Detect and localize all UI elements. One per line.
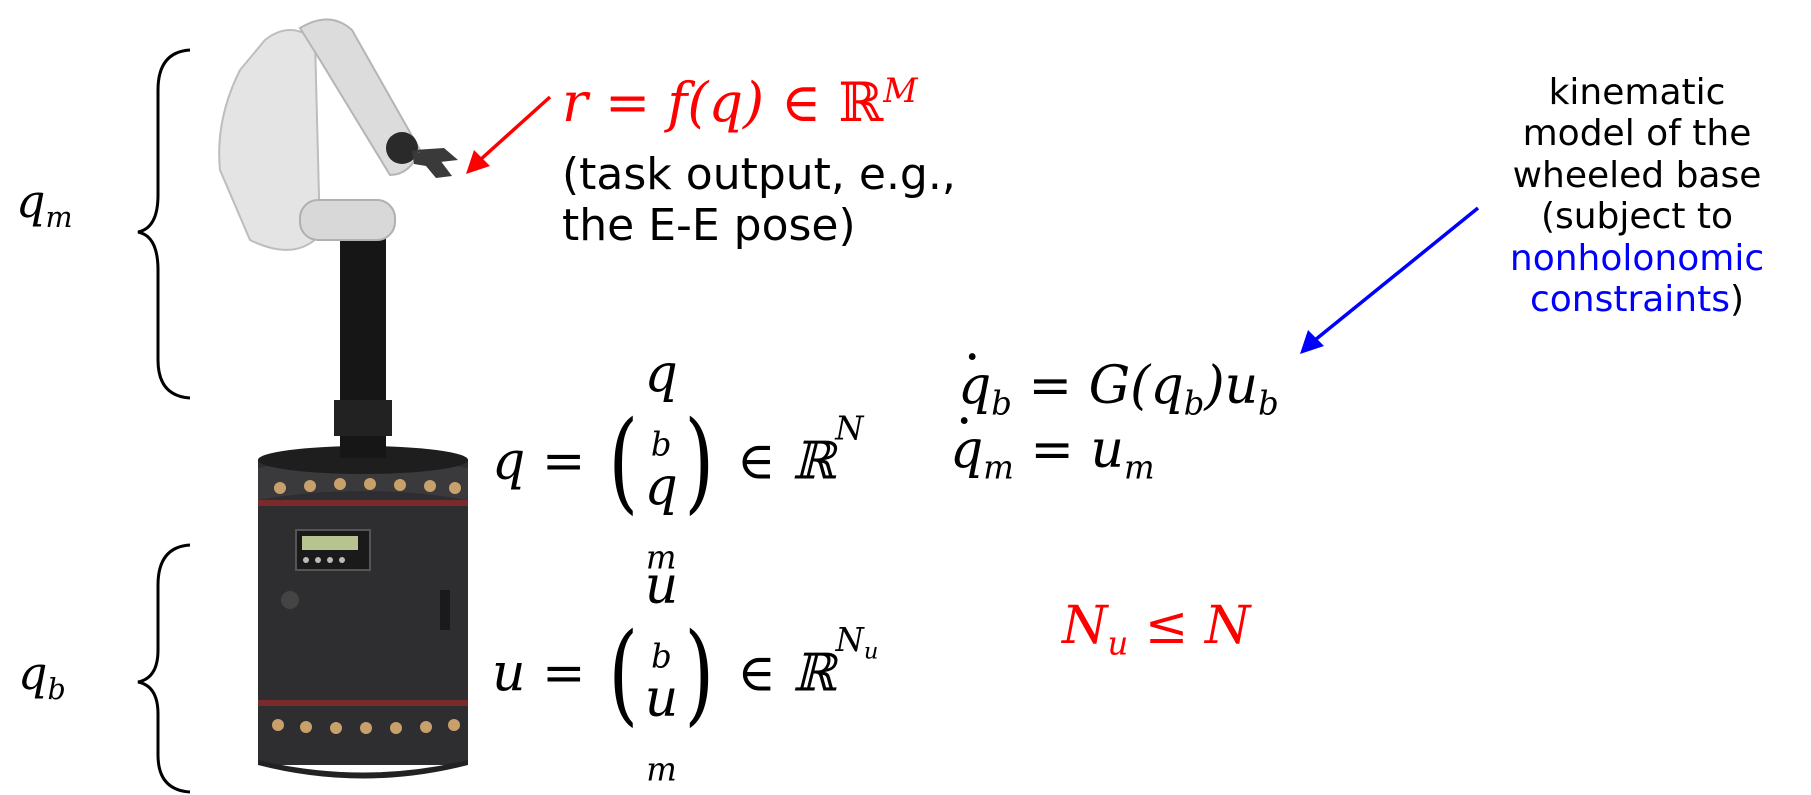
input-dimension-inequality: Nu ≤ N [1062,596,1251,663]
kinematic-model-equations: q·b = G(qb)ub q·m = um [950,328,1279,487]
label-qb: qb [18,646,66,707]
note-line-5: nonholonomic [1509,237,1765,279]
robot-lcd [302,536,358,550]
task-output-equation: r = f(q) ∈ ℝM [562,71,918,134]
task-output-caption-line2: the E-E pose) [562,199,856,251]
note-line-2: model of the [1522,113,1752,155]
robot-red-stripe-upper [258,500,468,506]
kinematic-eq-manipulator: q·m = um [950,391,1155,487]
robot-illustration [218,18,468,779]
blue-arrow [1300,206,1480,354]
sonar-sensors-lower [272,719,460,734]
kinematic-model-note: kinematic model of the wheeled base (sub… [1468,72,1806,320]
task-output-caption: (task output, e.g., the E-E pose) [562,149,956,251]
label-qm: qm [16,174,73,235]
robot-shoulder [299,199,396,241]
robot-top-plate [258,446,468,474]
robot-column-collar [334,400,392,436]
note-line-3: wheeled base [1512,154,1762,196]
note-line-4: (subject to [1540,196,1734,238]
robot-handle [440,590,450,630]
robot-base-body [258,460,468,765]
task-output-caption-line1: (task output, e.g., [562,149,956,200]
robot-wrist [386,132,418,164]
red-arrow [466,95,552,174]
brace-qm [137,48,191,400]
robot-bottom [258,760,468,779]
note-line-6: constraints) [1529,278,1745,320]
kinematic-eq-base: q·b = G(qb)ub [958,328,1279,423]
robot-panel-buttons [303,557,345,563]
sonar-sensors-upper [274,478,461,494]
robot-arm-link-1 [218,29,322,251]
note-line-1: kinematic [1548,72,1726,113]
brace-qb [137,543,191,794]
robot-gripper [412,148,458,178]
robot-speaker [281,591,299,609]
robot-red-stripe-lower [258,700,468,706]
